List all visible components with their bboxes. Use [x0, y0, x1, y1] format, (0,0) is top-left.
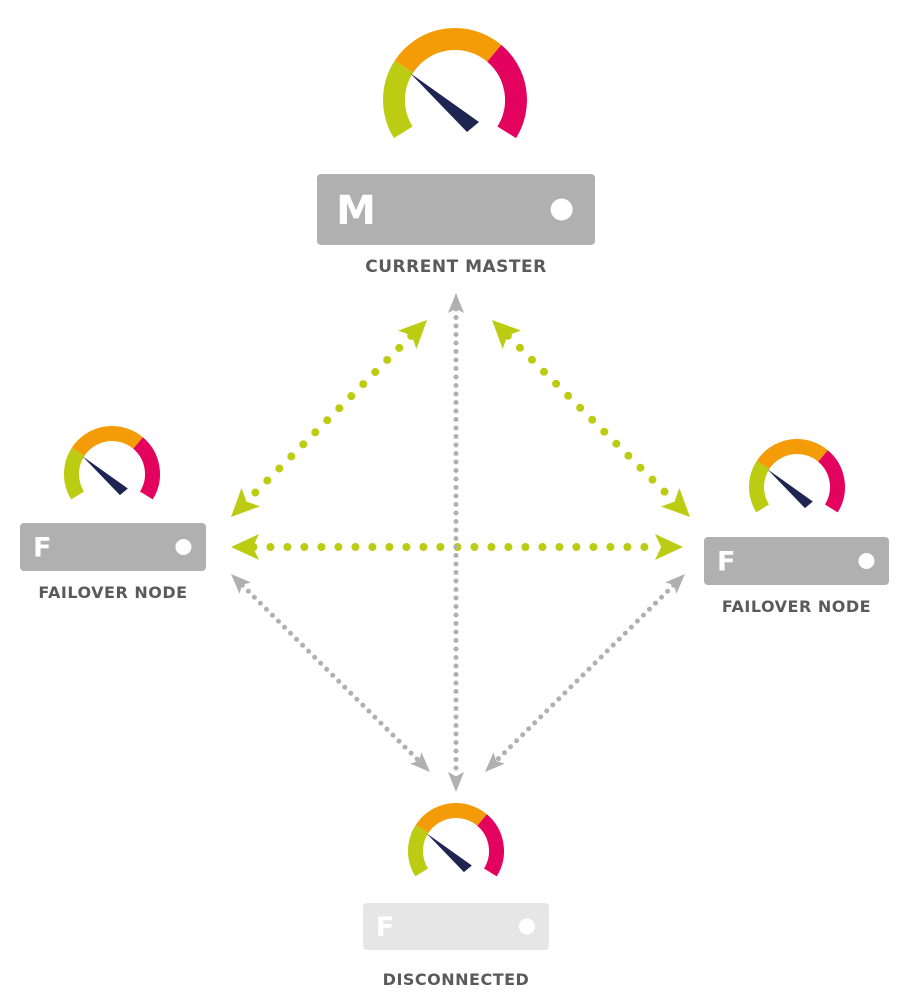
gauge-needle	[410, 73, 479, 132]
gauge-segment-low	[749, 460, 770, 513]
server-box	[317, 174, 595, 245]
gauge-segment-high	[476, 814, 504, 877]
node-disconnected[interactable]: F DISCONNECTED	[363, 803, 549, 989]
server-icon: F	[20, 523, 206, 571]
arrowhead-icon	[231, 574, 251, 594]
arrowhead-icon	[492, 320, 522, 349]
dotted-connector	[493, 582, 677, 764]
status-led-icon	[518, 918, 535, 935]
arrowhead-icon	[448, 772, 464, 792]
speedometer-gauge-icon	[749, 439, 845, 513]
gauge-segment-mid	[756, 439, 828, 470]
arrowhead-icon	[410, 752, 430, 772]
gauge-segment-mid	[415, 803, 487, 834]
link-master-to-disconnected	[448, 293, 464, 792]
status-led-icon	[175, 539, 192, 555]
node-failover-left[interactable]: F FAILOVER NODE	[20, 426, 206, 602]
node-label: FAILOVER NODE	[722, 597, 871, 616]
gauge-needle	[82, 456, 128, 496]
dotted-connector	[239, 582, 422, 764]
speedometer-gauge-icon	[408, 803, 504, 877]
node-role-letter: F	[717, 547, 735, 578]
speedometer-gauge-icon	[64, 426, 160, 500]
gauge-segment-high	[132, 437, 160, 500]
server-box	[20, 523, 206, 571]
gauge-segment-mid	[394, 28, 502, 74]
gauge-segment-high	[817, 450, 845, 513]
link-failover-right-to-disconnected	[485, 574, 685, 772]
arrowhead-icon	[231, 534, 259, 560]
gauge-segment-low	[383, 60, 414, 139]
node-role-letter: F	[376, 912, 394, 943]
node-failover-right[interactable]: F FAILOVER NODE	[704, 439, 889, 616]
link-master-to-failover-right	[492, 320, 690, 517]
status-led-icon	[550, 198, 573, 221]
node-label: FAILOVER NODE	[38, 583, 187, 602]
arrowhead-icon	[448, 293, 464, 313]
gauge-segment-low	[64, 447, 85, 500]
status-led-icon	[858, 553, 875, 569]
arrowhead-icon	[398, 320, 427, 350]
node-label: CURRENT MASTER	[365, 257, 546, 277]
server-box	[704, 537, 889, 585]
gauge-segment-high	[486, 44, 527, 139]
node-master[interactable]: M CURRENT MASTER	[317, 28, 595, 277]
node-role-letter: M	[336, 188, 376, 234]
server-box	[363, 903, 549, 950]
nodes-layer: M CURRENT MASTER F FAILOVER NODE F FAILOVER N…	[20, 28, 889, 989]
links-layer	[231, 293, 690, 792]
speedometer-gauge-icon	[383, 28, 527, 139]
gauge-segment-mid	[71, 426, 143, 457]
dotted-connector	[242, 331, 416, 506]
server-icon: F	[363, 903, 549, 950]
arrowhead-icon	[655, 534, 683, 560]
arrowhead-icon	[485, 752, 505, 772]
server-icon: F	[704, 537, 889, 585]
gauge-needle	[426, 833, 472, 873]
link-master-to-failover-left	[231, 320, 427, 517]
gauge-segment-low	[408, 824, 429, 877]
node-label: DISCONNECTED	[383, 970, 530, 989]
server-icon: M	[317, 174, 595, 245]
link-failover-left-to-disconnected	[231, 574, 430, 772]
node-role-letter: F	[33, 533, 51, 564]
arrowhead-icon	[660, 488, 690, 517]
arrowhead-icon	[231, 487, 260, 517]
gauge-needle	[767, 469, 813, 509]
arrowhead-icon	[665, 574, 685, 594]
dotted-connector	[503, 331, 679, 506]
